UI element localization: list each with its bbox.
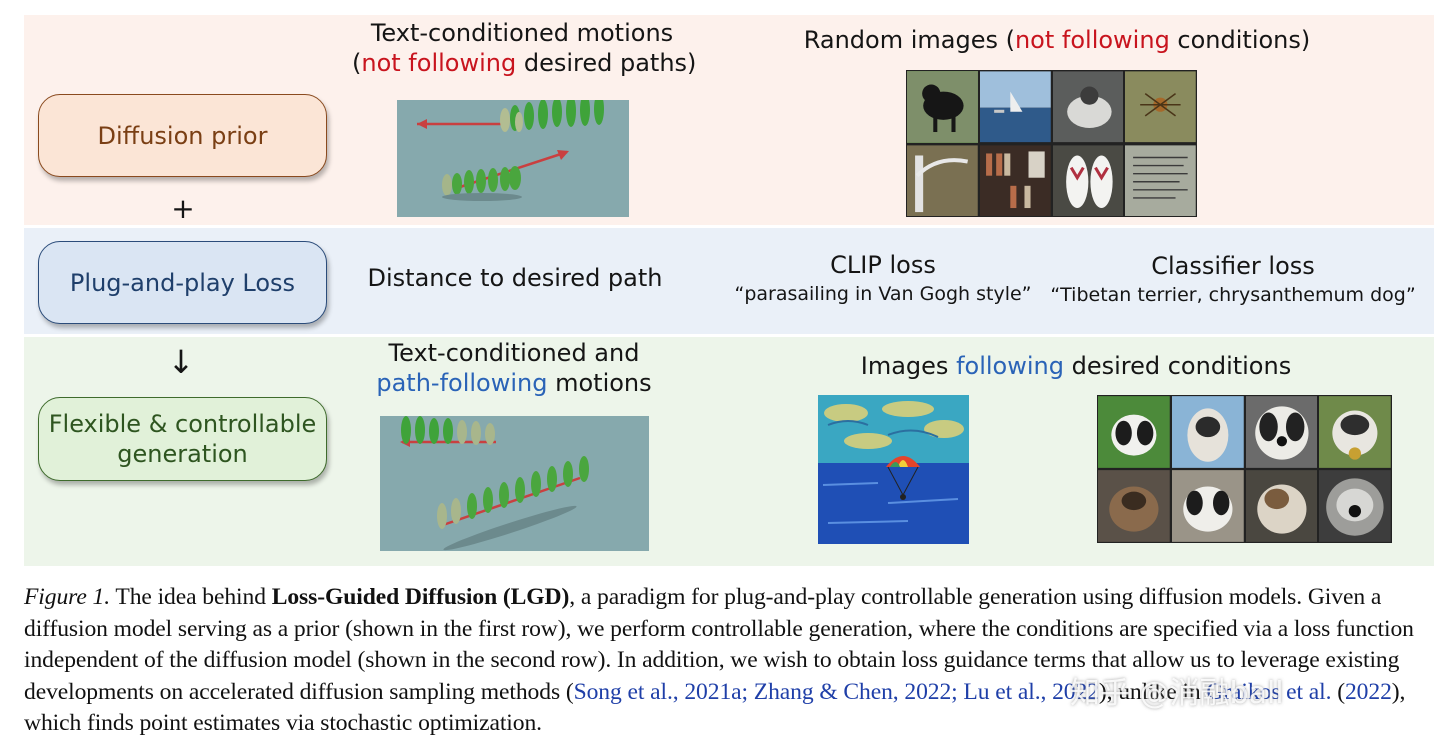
terrier-image-2: [1171, 396, 1244, 468]
prior-motion-title-line2: (not following desired paths): [352, 49, 697, 77]
terrier-image-1: [1098, 396, 1170, 468]
figure-label: Figure 1.: [24, 584, 111, 610]
random-image-object: [1052, 71, 1124, 143]
distance-to-path-label: Distance to desired path: [367, 264, 663, 292]
lgd-term: Loss-Guided Diffusion (LGD): [271, 584, 570, 610]
generation-label-line1: Flexible & controllable: [48, 410, 317, 438]
generation-image-title: Images following desired conditions: [860, 352, 1292, 380]
terrier-image-6: [1171, 470, 1244, 542]
random-image-bookshelf: [979, 144, 1051, 217]
citation-accelerated-sampling[interactable]: Song et al., 2021a; Zhang & Chen, 2022; …: [573, 678, 1099, 705]
classifier-loss-prompt: “Tibetan terrier, chrysanthemum dog”: [1050, 284, 1416, 306]
clip-loss-title: CLIP loss: [830, 251, 936, 279]
random-image-dog: [907, 71, 978, 143]
random-image-harbor: [979, 71, 1051, 143]
terrier-image-3: [1245, 396, 1318, 468]
random-image-fence: [907, 144, 978, 217]
citation-graikos[interactable]: Graikos et al.: [1206, 678, 1332, 705]
tibetan-terrier-grid: [1097, 395, 1392, 543]
plus-sign: +: [171, 192, 195, 225]
generation-motion-render: [380, 416, 649, 551]
terrier-image-7: [1245, 470, 1318, 542]
prior-motion-render: [397, 100, 629, 217]
diffusion-prior-label: Diffusion prior: [97, 121, 268, 150]
generation-label-line2: generation: [117, 440, 248, 468]
clip-loss-prompt: “parasailing in Van Gogh style”: [734, 283, 1032, 305]
classifier-loss-title: Classifier loss: [1151, 252, 1315, 280]
prior-motion-title: Text-conditioned motions (not following …: [352, 18, 697, 78]
generation-motion-title: Text-conditioned and path-following moti…: [343, 338, 685, 398]
figure-caption: Figure 1. The idea behind Loss-Guided Di…: [24, 584, 1414, 736]
plug-and-play-loss-box: Plug-and-play Loss: [38, 241, 327, 324]
parasailing-van-gogh-image: [818, 395, 969, 544]
random-image-document: [1125, 144, 1196, 217]
prior-motion-title-line1: Text-conditioned motions: [370, 19, 674, 47]
random-images-grid: [906, 70, 1197, 217]
plug-and-play-loss-label: Plug-and-play Loss: [69, 268, 296, 297]
diffusion-prior-box: Diffusion prior: [38, 94, 327, 177]
random-image-spider: [1125, 71, 1196, 143]
down-arrow-icon: ↓: [167, 343, 195, 381]
terrier-image-5: [1098, 470, 1170, 542]
citation-graikos-year[interactable]: 2022: [1344, 678, 1392, 705]
random-image-sandals: [1052, 144, 1124, 217]
generation-motion-title-line2: path-following motions: [376, 369, 652, 397]
terrier-image-4: [1319, 396, 1391, 468]
watermark: 知乎 @消融ball: [1070, 676, 1284, 711]
prior-image-title: Random images (not following conditions): [803, 26, 1311, 54]
flexible-controllable-generation-box: Flexible & controllable generation: [38, 397, 327, 481]
generation-motion-title-line1: Text-conditioned and: [388, 339, 640, 367]
terrier-image-8: [1319, 470, 1391, 542]
